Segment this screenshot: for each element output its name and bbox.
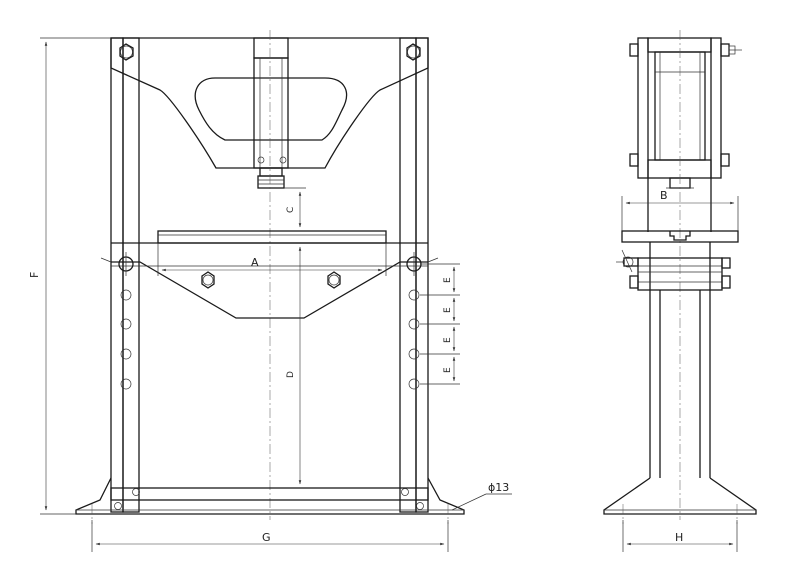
dimension-h: H — [622, 520, 738, 552]
dim-label-hole: ϕ13 — [488, 481, 509, 494]
dimension-g: G — [91, 520, 449, 552]
yoke-window — [194, 77, 348, 141]
left-upright — [110, 37, 140, 513]
front-base — [75, 477, 465, 524]
dim-label-e-4: E — [443, 367, 453, 373]
side-base — [603, 477, 757, 524]
side-top-bolt-icon — [629, 43, 742, 167]
dim-label-c: C — [286, 207, 296, 213]
top-yoke — [110, 37, 429, 169]
hydraulic-cylinder — [253, 37, 289, 189]
right-pin-icon — [406, 252, 422, 276]
top-right-bolt-icon — [406, 43, 421, 61]
dim-label-d: D — [286, 371, 296, 378]
dimension-c: C — [284, 187, 306, 228]
left-adjustment-holes — [120, 289, 132, 390]
dimension-d: D — [286, 246, 302, 485]
hole-callout: ϕ13 — [451, 481, 512, 511]
side-table — [621, 230, 739, 291]
lower-beam — [100, 242, 439, 319]
dim-label-a: A — [251, 256, 259, 269]
side-column — [637, 37, 722, 189]
side-uprights — [647, 178, 712, 478]
beam-bolt-left-icon — [201, 271, 215, 289]
dimension-f: F — [28, 37, 111, 515]
dimension-e-chain: E E E E — [420, 263, 460, 385]
dim-label-e-1: E — [443, 277, 453, 283]
left-pin-icon — [118, 252, 134, 276]
side-view: B H — [603, 30, 757, 552]
dim-label-b: B — [660, 189, 668, 202]
dim-label-g: G — [262, 531, 271, 544]
front-view: F G A C D — [28, 30, 512, 552]
dim-label-e-3: E — [443, 337, 453, 343]
right-adjustment-holes — [408, 289, 420, 390]
beam-bolt-right-icon — [327, 271, 341, 289]
dim-label-h: H — [675, 531, 683, 544]
dim-label-f: F — [28, 272, 41, 278]
side-pin-icon — [616, 249, 731, 289]
dimension-b: B — [621, 189, 739, 231]
dimension-a: A — [157, 243, 387, 276]
top-left-bolt-icon — [119, 43, 134, 61]
press-table — [157, 230, 387, 244]
dim-label-e-2: E — [443, 307, 453, 313]
